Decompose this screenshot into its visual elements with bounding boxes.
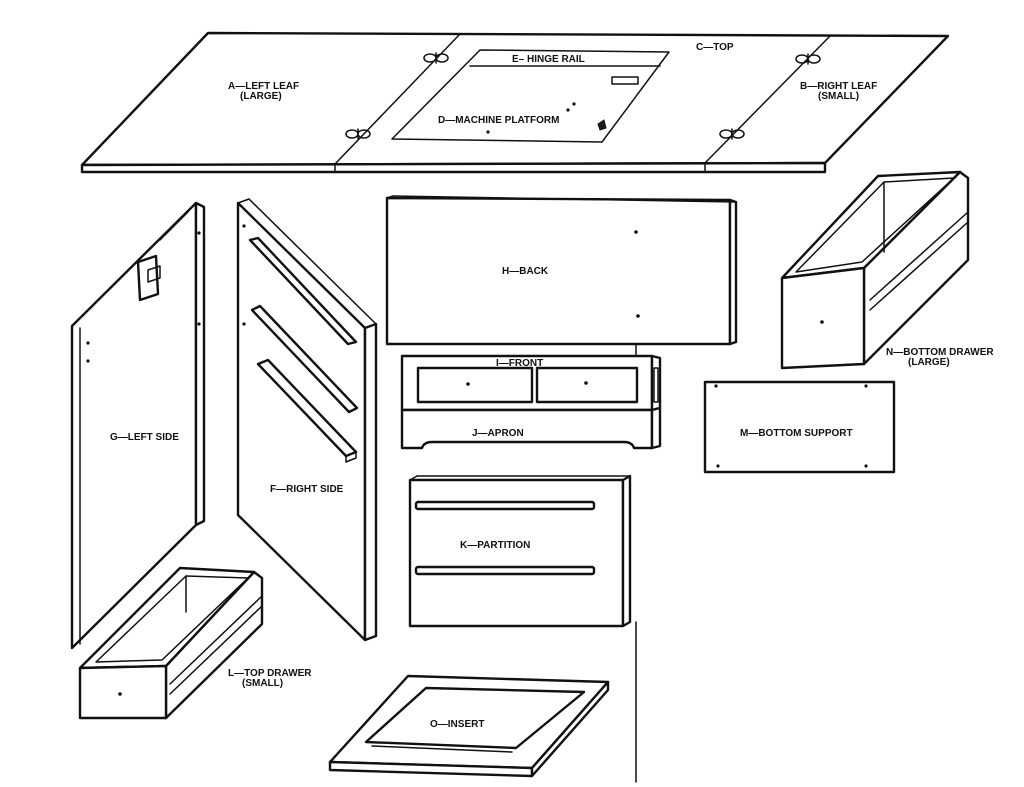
apron-face bbox=[400, 408, 654, 450]
left-leaf-seam bbox=[334, 33, 461, 165]
hinge-icon bbox=[795, 53, 821, 65]
top-drawer-knob bbox=[118, 692, 122, 696]
label-left-leaf-size: (LARGE) bbox=[240, 91, 282, 102]
top-slab-edge bbox=[80, 161, 827, 174]
right-side-top-edge-2 bbox=[248, 198, 377, 325]
bottom-support-screw bbox=[716, 464, 720, 468]
label-bottom-drawer-size: (LARGE) bbox=[908, 357, 950, 368]
label-top: C—TOP bbox=[696, 42, 734, 53]
back-face bbox=[385, 196, 732, 346]
label-machine-platform: D—MACHINE PLATFORM bbox=[438, 115, 559, 126]
bottom-drawer-rail bbox=[869, 211, 969, 301]
label-partition: K—PARTITION bbox=[460, 540, 530, 551]
label-right-side: F—RIGHT SIDE bbox=[270, 484, 344, 495]
right-side-top-edge bbox=[237, 198, 250, 204]
back-screw bbox=[636, 314, 640, 318]
back-top-edge bbox=[386, 195, 394, 199]
label-apron: J—APRON bbox=[472, 428, 524, 439]
insert-frame bbox=[328, 674, 610, 778]
top-drawer-front bbox=[78, 664, 168, 720]
front-apron-assembly bbox=[400, 354, 662, 450]
bottom-drawer-knob bbox=[820, 320, 824, 324]
back-edge bbox=[728, 198, 738, 346]
top-drawer-rail bbox=[169, 605, 263, 695]
platform-latch bbox=[597, 119, 607, 131]
hinge-icon bbox=[423, 52, 449, 64]
hinge-icon bbox=[719, 128, 745, 140]
platform-screw bbox=[566, 108, 570, 112]
platform-screw bbox=[486, 130, 490, 134]
back-top-edge-2 bbox=[392, 195, 737, 203]
right-side-cleat bbox=[250, 304, 359, 414]
partition-panel bbox=[408, 474, 632, 628]
bottom-drawer-rail bbox=[869, 221, 969, 311]
back-screw bbox=[634, 230, 638, 234]
part-labels: C—TOP E– HINGE RAIL A—LEFT LEAF (LARGE) … bbox=[110, 42, 994, 730]
label-top-drawer: L—TOP DRAWER bbox=[228, 668, 312, 679]
label-front: I—FRONT bbox=[496, 358, 543, 369]
label-hinge-rail: E– HINGE RAIL bbox=[512, 54, 585, 65]
left-side-bracket-tab bbox=[147, 265, 161, 283]
insert-edge-right bbox=[530, 680, 610, 778]
bottom-support-screw bbox=[714, 384, 718, 388]
insert-inner bbox=[364, 686, 586, 750]
bottom-drawer-front bbox=[780, 266, 866, 370]
apron-edge bbox=[650, 406, 662, 450]
insert-inner-lip bbox=[371, 745, 513, 753]
left-side-panel bbox=[70, 201, 206, 650]
bottom-support-screw bbox=[864, 464, 868, 468]
partition-top-edge bbox=[409, 475, 418, 481]
label-back: H—BACK bbox=[502, 266, 549, 277]
left-side-screw bbox=[86, 341, 90, 345]
bottom-drawer bbox=[780, 170, 970, 370]
top-drawer bbox=[78, 566, 264, 720]
label-left-leaf: A—LEFT LEAF bbox=[228, 81, 299, 92]
label-insert: O—INSERT bbox=[430, 719, 484, 730]
partition-runner bbox=[414, 500, 596, 511]
right-side-cleat bbox=[248, 236, 358, 346]
front-hardware bbox=[653, 367, 659, 403]
right-side-screw bbox=[242, 224, 246, 228]
machine-platform-cutout bbox=[391, 49, 670, 143]
left-side-top-slot bbox=[159, 211, 189, 241]
partition-runner bbox=[414, 565, 596, 576]
right-side-cleat-end bbox=[345, 451, 357, 463]
right-side-panel bbox=[236, 198, 378, 642]
platform-bracket bbox=[611, 76, 639, 85]
right-side-screw bbox=[242, 322, 246, 326]
partition-edge bbox=[621, 474, 632, 628]
front-knob bbox=[584, 381, 588, 385]
left-side-edge bbox=[194, 201, 206, 527]
label-top-drawer-size: (SMALL) bbox=[242, 678, 283, 689]
platform-screw bbox=[572, 102, 576, 106]
front-knob bbox=[466, 382, 470, 386]
bottom-support-panel bbox=[703, 380, 896, 474]
top-drawer-inner bbox=[95, 575, 249, 663]
bottom-support-screw bbox=[864, 384, 868, 388]
front-drawer-opening-right bbox=[535, 366, 639, 404]
label-bottom-drawer: N—BOTTOM DRAWER bbox=[886, 347, 994, 358]
label-bottom-support: M—BOTTOM SUPPORT bbox=[740, 428, 853, 439]
right-side-edge bbox=[363, 322, 378, 642]
left-side-screw bbox=[197, 322, 201, 326]
label-right-leaf-size: (SMALL) bbox=[818, 91, 859, 102]
label-right-leaf: B—RIGHT LEAF bbox=[800, 81, 877, 92]
back-panel bbox=[385, 195, 738, 346]
top-drawer-rail bbox=[169, 595, 263, 685]
left-side-screw bbox=[197, 231, 201, 235]
left-side-screw bbox=[86, 359, 90, 363]
bottom-support-face bbox=[703, 380, 896, 474]
front-drawer-opening-left bbox=[416, 366, 534, 404]
label-left-side: G—LEFT SIDE bbox=[110, 432, 179, 443]
bottom-drawer-inner bbox=[795, 177, 955, 273]
hinge-icon bbox=[345, 128, 371, 140]
top-assembly bbox=[80, 31, 950, 174]
